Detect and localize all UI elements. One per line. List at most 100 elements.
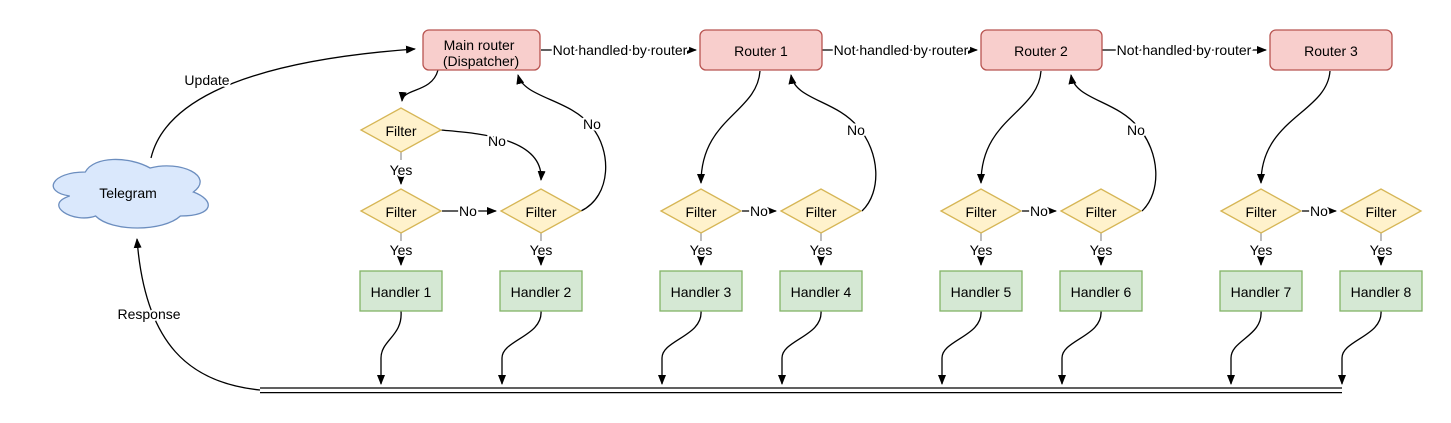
router2-box: [980, 29, 1103, 71]
handler-box: [1339, 270, 1423, 312]
yes-label: Yes: [1250, 242, 1273, 258]
router1-label: Router 1: [734, 43, 788, 59]
no-label: No: [459, 203, 477, 219]
main-router-label: Main router (Dispatcher): [443, 37, 519, 69]
handler-label: Handler 2: [511, 284, 572, 300]
no-label: No: [583, 116, 601, 132]
yes-label: Yes: [810, 242, 833, 258]
node-handler-3: Handler 3: [659, 270, 743, 312]
handler-box: [359, 270, 443, 312]
telegram-label: Telegram: [99, 185, 157, 201]
no-label: No: [847, 122, 865, 138]
no-label: No: [1127, 122, 1145, 138]
edge-handler7-to-bus: [1227, 310, 1262, 385]
filter-diamond: [1059, 188, 1143, 234]
handler-label: Handler 5: [951, 284, 1012, 300]
edge-filter0-no: [440, 129, 546, 181]
handler-label: Handler 6: [1071, 284, 1132, 300]
filter-label: Filter: [1365, 204, 1396, 220]
router3-label: Router 3: [1304, 43, 1358, 59]
handler-box: [659, 270, 743, 312]
filter-label: Filter: [1245, 204, 1276, 220]
handler-box: [1059, 270, 1143, 312]
router2-label: Router 2: [1014, 43, 1068, 59]
edge-handler5-to-bus: [938, 310, 982, 385]
edge-update: [150, 45, 416, 159]
not-handled-label: Not handled by router: [553, 42, 688, 58]
node-filter-router2-a: Filter: [939, 188, 1023, 234]
edge-dispatcher-to-filter: [398, 69, 439, 102]
handler-label: Handler 4: [791, 284, 852, 300]
node-filter-router2-b: Filter: [1059, 188, 1143, 234]
edge-handler2-to-bus: [498, 310, 542, 385]
filter-diamond: [499, 188, 583, 234]
node-filter-router3-a: Filter: [1219, 188, 1303, 234]
filter-label: Filter: [385, 204, 416, 220]
not-handled-label: Not handled by router: [834, 42, 969, 58]
edge-router2-to-filter: [977, 70, 1042, 184]
edge-response: [133, 238, 261, 391]
edge-handler3-to-bus: [658, 310, 702, 385]
filter-label: Filter: [1085, 204, 1116, 220]
node-router-2: Router 2: [980, 29, 1103, 71]
node-handler-6: Handler 6: [1059, 270, 1143, 312]
handler-label: Handler 8: [1351, 284, 1412, 300]
no-label: No: [1310, 203, 1328, 219]
no-label: No: [1030, 203, 1048, 219]
node-filter-router1-a: Filter: [659, 188, 743, 234]
node-router-1: Router 1: [699, 29, 823, 71]
yes-label: Yes: [970, 242, 993, 258]
yes-label: Yes: [530, 242, 553, 258]
response-label: Response: [117, 306, 180, 322]
edge-handler6-to-bus: [1058, 310, 1102, 385]
update-label: Update: [184, 72, 229, 88]
edge-router1-to-filter: [697, 70, 761, 184]
node-filter-dispatcher-1: Filter: [359, 107, 443, 153]
filter-diamond: [359, 188, 443, 234]
node-handler-1: Handler 1: [359, 270, 443, 312]
filter-label: Filter: [965, 204, 996, 220]
yes-label: Yes: [1090, 242, 1113, 258]
filter-diamond: [659, 188, 743, 234]
filter-diamond: [1219, 188, 1303, 234]
filter-diamond: [1339, 188, 1423, 234]
no-label: No: [488, 133, 506, 149]
yes-label: Yes: [1370, 242, 1393, 258]
edge-handler4-to-bus: [778, 310, 822, 385]
edge-filter2b-no-return: [788, 74, 877, 212]
node-filter-router1-b: Filter: [779, 188, 863, 234]
node-filter-router3-b: Filter: [1339, 188, 1423, 234]
node-main-router: Main router (Dispatcher): [422, 29, 541, 71]
main-router-box: [422, 29, 541, 71]
edge-filter1b-no-return: [516, 74, 607, 212]
edge-handler8-to-bus: [1338, 310, 1382, 385]
node-handler-4: Handler 4: [779, 270, 863, 312]
node-router-3: Router 3: [1269, 29, 1393, 71]
edge-handler1-to-bus: [377, 310, 402, 385]
node-handler-5: Handler 5: [939, 270, 1023, 312]
handler-box: [499, 270, 583, 312]
filter-diamond: [779, 188, 863, 234]
yes-label: Yes: [390, 242, 413, 258]
handler-box: [779, 270, 863, 312]
handler-box: [1219, 270, 1303, 312]
filter-label: Filter: [685, 204, 716, 220]
yes-label: Yes: [390, 162, 413, 178]
handler-box: [939, 270, 1023, 312]
edge-router3-to-filter: [1257, 70, 1331, 184]
filter-label: Filter: [385, 123, 416, 139]
node-filter-dispatcher-2b: Filter: [499, 188, 583, 234]
filter-diamond: [359, 107, 443, 153]
filter-diamond: [939, 188, 1023, 234]
handler-label: Handler 1: [371, 284, 432, 300]
node-filter-dispatcher-2a: Filter: [359, 188, 443, 234]
router3-box: [1269, 29, 1393, 71]
cloud-shape: [52, 158, 209, 229]
node-handler-2: Handler 2: [499, 270, 583, 312]
no-label: No: [750, 203, 768, 219]
filter-label: Filter: [525, 204, 556, 220]
telegram-cloud-node: Telegram: [52, 158, 209, 229]
yes-label: Yes: [690, 242, 713, 258]
